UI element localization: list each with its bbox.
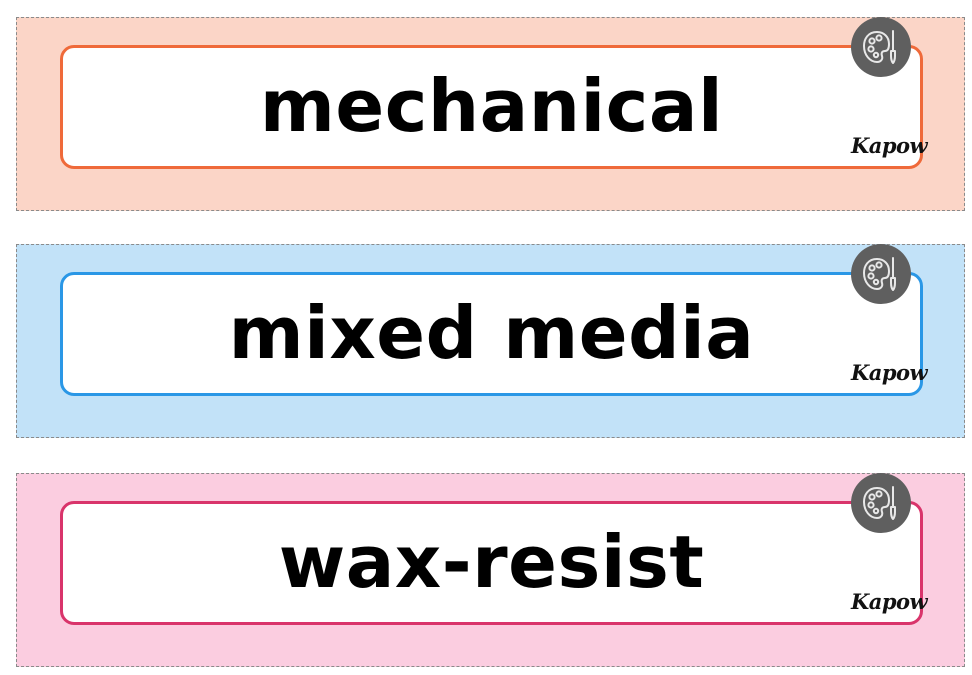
vocabulary-word: mixed media — [228, 291, 755, 375]
art-palette-icon — [851, 473, 911, 533]
word-card-strip: mechanical Kapow — [16, 17, 965, 211]
word-card-strip: mixed media Kapow — [16, 244, 965, 438]
word-card-strip: wax-resist Kapow — [16, 473, 965, 667]
art-palette-icon — [851, 244, 911, 304]
kapow-logo: Kapow — [851, 133, 928, 158]
art-palette-icon — [851, 17, 911, 77]
vocabulary-word: mechanical — [259, 64, 724, 148]
word-card: mechanical — [60, 45, 923, 169]
kapow-logo: Kapow — [851, 589, 928, 614]
word-card: mixed media — [60, 272, 923, 396]
word-card: wax-resist — [60, 501, 923, 625]
vocabulary-word: wax-resist — [278, 520, 705, 604]
kapow-logo: Kapow — [851, 360, 928, 385]
